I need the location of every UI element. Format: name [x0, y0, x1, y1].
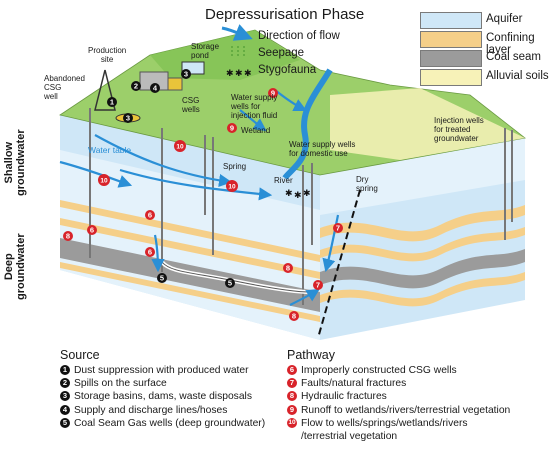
legend-swatch-aquifer: [420, 12, 482, 29]
legend-label-aquifer: Aquifer: [486, 13, 523, 25]
pathway-number: 10: [287, 417, 297, 428]
source-heading: Source: [60, 348, 100, 362]
label-storage-pond: Storage pond: [191, 42, 220, 60]
label-production-site: Production site: [88, 46, 127, 64]
river-channel: [282, 68, 333, 180]
svg-text:5: 5: [228, 279, 232, 288]
label-water-supply-domestic: Water supply wells for domestic use: [289, 140, 356, 158]
svg-text:6: 6: [148, 248, 152, 257]
svg-text:10: 10: [100, 178, 108, 185]
svg-text:7: 7: [336, 224, 340, 233]
pathway-item: 9 Runoff to wetlands/rivers/terrestrial v…: [287, 404, 510, 417]
legend-stygofauna: Stygofauna: [258, 64, 317, 76]
svg-text:✱: ✱: [303, 189, 311, 199]
pathway-item-continuation: /terrestrial vegetation: [301, 431, 398, 443]
pathway-text: Faults/natural fractures: [301, 378, 407, 390]
source-text: Spills on the surface: [74, 378, 167, 390]
legend-flow-arrow: [221, 24, 253, 41]
label-csg-wells: CSG wells: [182, 96, 200, 114]
pathway-heading: Pathway: [287, 348, 335, 362]
svg-text:6: 6: [90, 226, 94, 235]
pathway-item: 7 Faults/natural fractures: [287, 377, 510, 390]
svg-text:9: 9: [230, 124, 234, 133]
pathway-text: Runoff to wetlands/rivers/terrestrial ve…: [301, 404, 511, 416]
legend-seepage: Seepage: [258, 47, 305, 59]
legend-seepage-icon: [231, 46, 245, 58]
pathway-text: Flow to wells/springs/wetlands/rivers: [301, 417, 468, 429]
legend-swatch-coal: [420, 50, 482, 67]
svg-text:7: 7: [316, 281, 320, 290]
side-label-deep: Deep groundwater: [3, 233, 27, 300]
source-text: Dust suppression with produced water: [74, 365, 249, 376]
svg-text:✱: ✱: [226, 69, 234, 79]
alluvial-soil-area: [330, 88, 525, 160]
svg-text:6: 6: [148, 211, 152, 220]
svg-text:9: 9: [271, 89, 275, 98]
source-number: 3: [60, 391, 70, 402]
svg-text:3: 3: [184, 70, 188, 79]
svg-text:8: 8: [66, 232, 70, 241]
side-label-shallow: Shallow groundwater: [3, 129, 27, 196]
label-wetland: Wetland: [241, 126, 271, 135]
svg-text:10: 10: [176, 144, 184, 151]
legend-direction-of-flow: Direction of flow: [258, 30, 340, 42]
source-number: 1: [60, 365, 70, 375]
svg-text:10: 10: [228, 184, 236, 191]
pathway-number: 8: [287, 391, 297, 402]
source-number: 5: [60, 417, 70, 428]
source-item: 4 Supply and discharge lines/hoses: [60, 404, 265, 417]
source-text: Storage basins, dams, waste disposals: [74, 391, 252, 403]
fault-line: [317, 189, 361, 339]
pathway-text: Hydraulic fractures: [301, 391, 387, 403]
svg-text:5: 5: [160, 274, 164, 283]
legend-swatch-confining: [420, 31, 482, 48]
legend-label-confining: Confining layer: [486, 32, 535, 56]
right-face-layers: [320, 138, 525, 340]
svg-text:8: 8: [292, 312, 296, 321]
pathway-number: 9: [287, 404, 297, 415]
svg-text:2: 2: [134, 82, 138, 91]
svg-text:3: 3: [126, 114, 130, 123]
svg-text:✱: ✱: [285, 189, 293, 199]
source-item: 1 Dust suppression with produced water: [60, 364, 265, 377]
pathway-item: 10 Flow to wells/springs/wetlands/rivers: [287, 417, 510, 430]
pathway-number: 7: [287, 378, 297, 389]
source-item: 2 Spills on the surface: [60, 377, 265, 390]
svg-text:✱: ✱: [244, 69, 252, 79]
label-abandoned-well: Abandoned CSG well: [44, 74, 85, 101]
label-injection-wells: Injection wells for treated groundwater: [434, 116, 484, 143]
svg-text:1: 1: [110, 98, 114, 107]
source-number: 4: [60, 404, 70, 415]
source-text: Supply and discharge lines/hoses: [74, 404, 228, 416]
svg-text:8: 8: [286, 264, 290, 273]
source-item: 5 Coal Seam Gas wells (deep groundwater): [60, 417, 265, 430]
legend-stygofauna-icon: ✱✱✱: [226, 69, 252, 79]
pathway-item: 8 Hydraulic fractures: [287, 390, 510, 403]
legend-label-coal: Coal seam: [486, 51, 541, 63]
pathway-item: 6 Improperly constructed CSG wells: [287, 364, 510, 377]
diagram-markers: 1 2 3 3 4 5 5 6 8 6 6 7 7 8 8 9 9 10 10 …: [63, 69, 343, 321]
label-water-supply-injection: Water supply wells for injection fluid: [231, 93, 278, 120]
svg-text:4: 4: [153, 84, 158, 93]
svg-text:✱: ✱: [294, 191, 302, 201]
legend-swatch-alluvial: [420, 69, 482, 86]
label-spring: Spring: [223, 162, 247, 171]
stygofauna-marks: ✱✱✱: [285, 189, 311, 201]
legend-label-alluvial: Alluvial soils: [486, 70, 549, 82]
source-number: 2: [60, 378, 70, 389]
pathway-list: 6 Improperly constructed CSG wells 7 Fault…: [287, 364, 510, 443]
label-water-table: Water table: [88, 145, 132, 155]
label-river: River: [274, 176, 293, 185]
wells: [89, 108, 513, 305]
diagram-title: Depressurisation Phase: [205, 6, 365, 23]
pathway-number: 6: [287, 365, 297, 375]
svg-text:✱: ✱: [235, 69, 243, 79]
source-item: 3 Storage basins, dams, waste disposals: [60, 390, 265, 403]
pathway-text: Improperly constructed CSG wells: [301, 365, 457, 376]
label-dry-spring: Dry spring: [356, 175, 378, 193]
source-text: Coal Seam Gas wells (deep groundwater): [74, 417, 266, 429]
